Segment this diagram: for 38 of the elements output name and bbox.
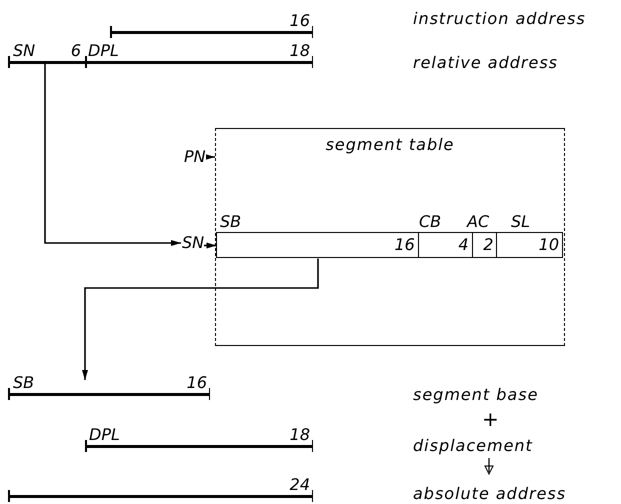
register-caption: segment base: [413, 386, 538, 404]
field-label: 6: [70, 42, 81, 60]
bit-field-bar: [85, 426, 313, 452]
field-label: 18: [290, 426, 310, 444]
field-label: 18: [290, 42, 310, 60]
arrow: [44, 63, 181, 246]
register-caption: absolute address: [413, 485, 566, 503]
bit-field-bar: [110, 12, 313, 38]
table-entry: [216, 213, 563, 258]
field-label: 16: [290, 12, 310, 30]
field-label: SB: [220, 213, 242, 231]
field-cell-text: 10: [538, 234, 560, 256]
bit-field-bar: [8, 374, 210, 400]
segment-table-box: [215, 128, 565, 346]
field-cell: 4: [418, 233, 472, 257]
bit-field-bar: [8, 42, 313, 68]
field-cell: 2: [472, 233, 498, 257]
bit-field-bar: [8, 476, 313, 502]
field-label: CB: [419, 213, 442, 231]
field-label: SN: [13, 42, 36, 60]
field-label: AC: [467, 213, 490, 231]
register-caption: displacement: [413, 437, 533, 455]
arrow: [204, 242, 216, 248]
table-title: segment table: [324, 136, 456, 154]
field-cell: 16: [217, 233, 419, 257]
register-caption: relative address: [413, 54, 558, 72]
field-label: 16: [186, 374, 207, 392]
field-label: 24: [290, 476, 310, 494]
register-caption: instruction address: [413, 10, 586, 28]
field-label: SN: [182, 235, 204, 251]
field-label: PN: [184, 149, 206, 165]
arrow: [205, 154, 215, 160]
field-label: SL: [511, 213, 530, 231]
field-label: SB: [13, 374, 34, 392]
arrow: [82, 258, 319, 380]
field-label: DPL: [88, 42, 119, 60]
plus-sign: +: [482, 409, 499, 429]
field-label: DPL: [89, 426, 120, 444]
